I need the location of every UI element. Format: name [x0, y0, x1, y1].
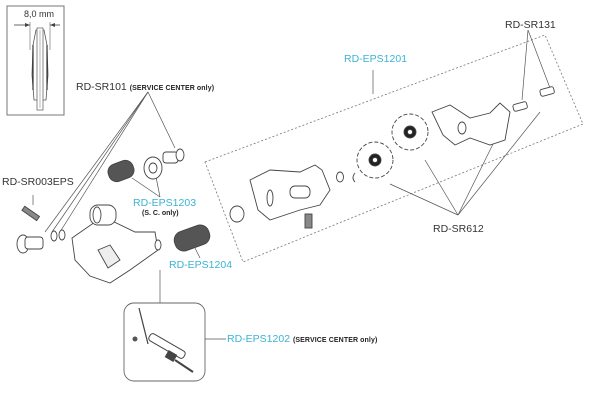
screw-sr003eps-icon: [21, 205, 41, 222]
spring-eps1204-icon: [173, 224, 211, 252]
clip-icon: [352, 172, 356, 183]
part-note: (SERVICE CENTER only): [129, 85, 215, 92]
bolt-sr101-icon: [162, 148, 185, 164]
label-rd-eps1204: RD-EPS1204: [169, 259, 232, 271]
part-code: RD-EPS1201: [344, 53, 408, 65]
label-rd-sr003eps: RD-SR003EPS: [2, 176, 74, 188]
label-rd-eps1201: RD-EPS1201: [344, 53, 407, 65]
small-washer-icon: [336, 171, 344, 183]
label-rd-sr131: RD-SR131: [505, 19, 556, 31]
dimension-label: 8,0 mm: [24, 9, 55, 19]
label-rd-eps1202: RD-EPS1202 (SERVICE CENTER only): [227, 333, 377, 347]
pulley-profile-icon: [31, 27, 49, 111]
label-rd-sr612: RD-SR612: [433, 223, 484, 235]
upper-pulley-icon: [391, 113, 429, 151]
cap-icon: [229, 205, 245, 223]
lower-pulley-icon: [356, 141, 394, 179]
outer-cage-plate-icon: [431, 102, 511, 146]
spring-eps1203-icon: [107, 159, 135, 183]
part-code: RD-SR612: [433, 223, 484, 235]
label-rd-eps1203-note: (S. C. only): [142, 210, 179, 217]
label-rd-sr101: RD-SR101 (SERVICE CENTER only): [76, 81, 214, 95]
part-code: RD-SR101: [76, 81, 127, 93]
inner-cage-plate-icon: [249, 164, 331, 221]
washer-icon: [143, 156, 163, 180]
part-code: RD-SR003EPS: [2, 176, 74, 188]
eps1202-inset: [123, 302, 206, 382]
leader-lines: [32, 29, 551, 340]
derailleur-body-icon: [71, 204, 162, 284]
parts-art: [16, 86, 555, 284]
cage-bolt-icon: [304, 213, 313, 229]
pin-sr131-a-icon: [512, 101, 528, 112]
part-code: RD-SR131: [505, 19, 556, 31]
pin-sr131-b-icon: [539, 86, 555, 97]
part-note: (SERVICE CENTER only): [292, 337, 378, 344]
part-code: RD-EPS1204: [169, 259, 233, 271]
rd-eps1201-group-outline: [204, 34, 584, 263]
part-code: RD-EPS1203: [133, 197, 197, 209]
part-code: RD-EPS1202: [227, 333, 291, 345]
pulley-width-inset: [6, 5, 65, 116]
bushing-icon: [16, 229, 66, 254]
label-rd-eps1203: RD-EPS1203: [133, 197, 196, 209]
